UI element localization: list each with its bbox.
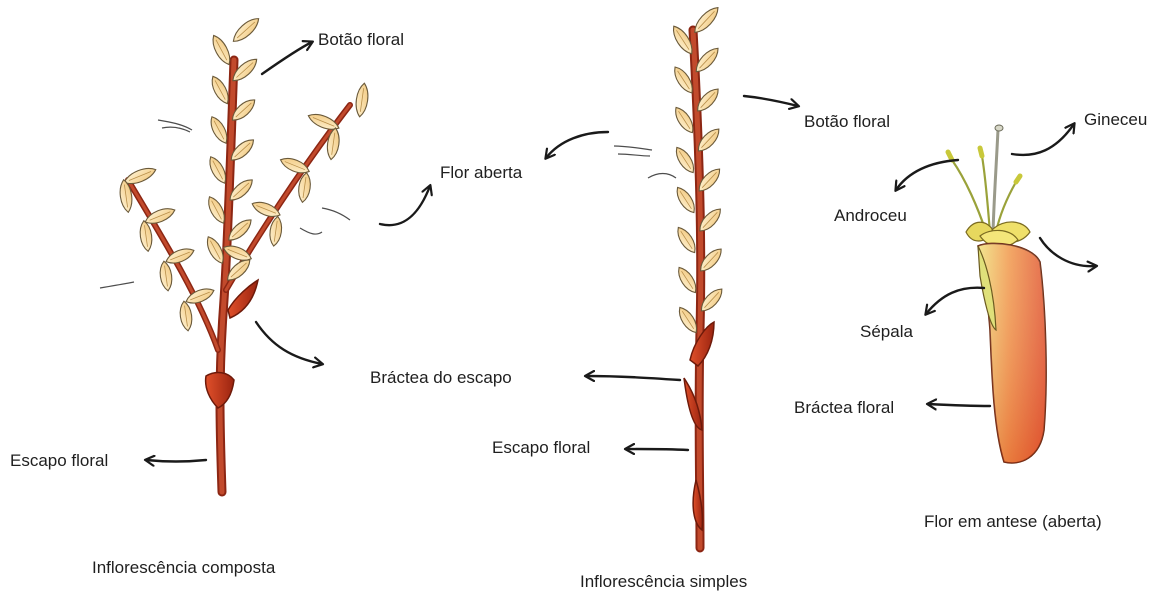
label-botao-floral-composta: Botão floral [318,30,404,50]
label-escapo-floral-simples: Escapo floral [492,438,590,458]
caption-simples: Inflorescência simples [580,572,747,592]
arrow-p3-bractea-floral [928,404,990,406]
arrow-p3-gineceu [1012,124,1074,155]
label-bractea-floral: Bráctea floral [794,398,894,418]
arrow-p3-petala [1040,238,1096,266]
caption-composta: Inflorescência composta [92,558,275,578]
caption-flor-antese: Flor em antese (aberta) [924,512,1102,532]
arrow-p1-botao [262,42,312,74]
arrow-p3-sepala [926,288,984,314]
compound-stalk-bract-upper [228,280,258,318]
gynoecium-style [993,130,998,232]
arrow-p1-bractea [256,322,322,364]
stamen-1 [952,160,986,232]
compound-inflorescence-drawing [100,14,370,492]
arrow-p2-escapo [626,449,688,450]
label-arrows [146,42,1096,462]
label-botao-floral-simples: Botão floral [804,112,890,132]
label-flor-aberta: Flor aberta [440,163,522,183]
compound-flower-buds [118,14,370,331]
stamen-2 [982,156,990,232]
label-escapo-floral-composta: Escapo floral [10,451,108,471]
label-bractea-do-escapo: Bráctea do escapo [370,368,512,388]
arrow-p2-botao [744,96,798,106]
compound-stalk-bract-lower [206,373,234,408]
arrow-p2-bractea [586,376,680,380]
simple-inflorescence-drawing [614,4,726,548]
label-androceu: Androceu [834,206,907,226]
arrow-p1-escapo [146,460,206,462]
arrow-p1-flor-aberta [380,186,430,225]
open-flower-drawing [948,125,1046,463]
label-sepala: Sépala [860,322,913,342]
label-gineceu: Gineceu [1084,110,1147,130]
arrow-p2-flor-aberta [546,132,608,158]
arrow-p3-androceu [896,160,958,190]
